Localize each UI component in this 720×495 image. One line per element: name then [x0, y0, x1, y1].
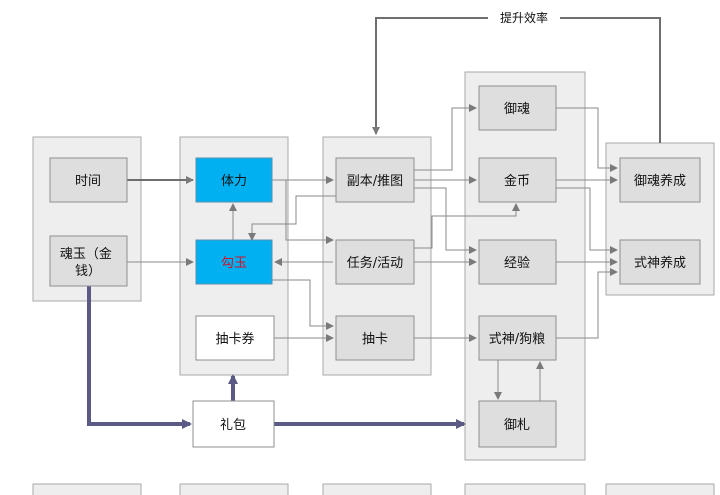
node-draw-ticket-label: 抽卡券: [215, 331, 254, 347]
node-jade-label: 勾玉: [221, 256, 247, 271]
node-gold-label: 金币: [504, 173, 530, 189]
node-quest[interactable]: 任务/活动: [335, 239, 415, 285]
node-gift-pack-label: 礼包: [220, 417, 246, 433]
edge-quest-gold: [414, 203, 520, 249]
edge-soul-gift: [87, 286, 192, 429]
edge-yuhun-yuhun-train: [556, 107, 618, 172]
node-draw-label: 抽卡: [362, 332, 388, 347]
node-yuhun-train[interactable]: 御魂养成: [619, 157, 701, 203]
node-time[interactable]: 时间: [49, 157, 128, 203]
node-soul-jade[interactable]: 魂玉（金 钱）: [49, 235, 128, 287]
node-draw-ticket[interactable]: 抽卡券: [195, 315, 275, 361]
edge-gold-shikigami-train: [556, 187, 618, 254]
bottom-panel-3: [322, 483, 432, 495]
node-stamina[interactable]: 体力: [195, 157, 273, 203]
node-soul-jade-label: 魂玉（金 钱）: [60, 246, 116, 279]
node-shikigami-train[interactable]: 式神养成: [619, 239, 701, 285]
node-yuzha[interactable]: 御札: [478, 400, 557, 448]
node-shikigami-label: 式神/狗粮: [489, 332, 545, 347]
edge-label-efficiency: 提升效率: [500, 10, 548, 25]
node-stamina-label: 体力: [221, 174, 247, 189]
node-yuhun-train-label: 御魂养成: [634, 173, 686, 189]
node-exp[interactable]: 经验: [478, 239, 557, 285]
bottom-panel-5: [605, 483, 715, 495]
node-jade[interactable]: 勾玉: [195, 239, 273, 285]
bottom-panel-4: [464, 483, 586, 495]
node-draw[interactable]: 抽卡: [335, 315, 415, 361]
node-quest-label: 任务/活动: [347, 255, 403, 271]
bottom-panel-2: [179, 483, 289, 495]
edge-dungeon-exp: [414, 187, 477, 254]
node-shikigami-train-label: 式神养成: [634, 255, 686, 271]
node-time-label: 时间: [75, 174, 101, 189]
edge-stamina-quest: [285, 180, 334, 244]
edge-dungeon-jade: [248, 195, 336, 241]
node-yuhun[interactable]: 御魂: [478, 85, 557, 131]
node-dungeon[interactable]: 副本/推图: [335, 157, 415, 203]
node-yuzha-label: 御札: [504, 418, 530, 433]
edge-shikigami-shikigami-train: [556, 268, 618, 339]
node-gift-pack[interactable]: 礼包: [192, 400, 275, 448]
edge-dungeon-yuhun: [414, 104, 477, 171]
edge-jade-draw: [272, 279, 334, 330]
node-gold[interactable]: 金币: [478, 157, 557, 203]
node-shikigami[interactable]: 式神/狗粮: [478, 315, 557, 361]
node-yuhun-label: 御魂: [504, 101, 530, 117]
node-exp-label: 经验: [504, 255, 530, 271]
node-dungeon-label: 副本/推图: [347, 174, 403, 189]
bottom-panel-1: [32, 483, 142, 495]
connectors: [87, 9, 661, 429]
